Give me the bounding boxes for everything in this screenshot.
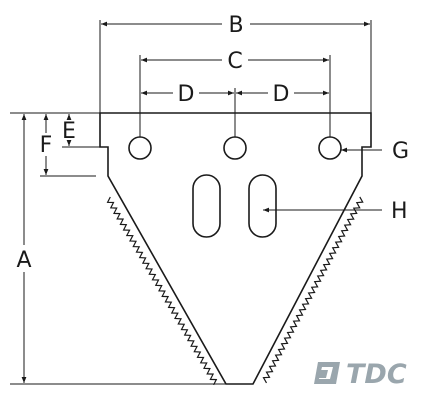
tdc-logo: TDC [314,359,407,390]
label-d-right: D [273,82,290,107]
label-a: A [16,248,31,273]
label-c: C [227,49,242,74]
blade-outline [99,112,372,385]
label-g: G [392,139,409,164]
label-d-left: D [178,82,195,107]
serration-teeth [262,196,364,384]
extension-lines [10,20,372,385]
mounting-hole-center [223,136,247,160]
serrated-edge-left [106,196,218,386]
slot-right [248,174,277,238]
logo-text: TDC [346,359,407,390]
tdc-logo-icon [314,362,340,384]
label-h: H [391,199,408,224]
mounting-hole-left [128,136,152,160]
label-e: E [62,119,76,144]
serrated-edge-right [262,196,364,384]
label-b: B [228,13,243,38]
mounting-hole-right [318,136,342,160]
serration-teeth [106,196,218,386]
label-f: F [40,133,53,158]
slot-left [192,174,221,238]
